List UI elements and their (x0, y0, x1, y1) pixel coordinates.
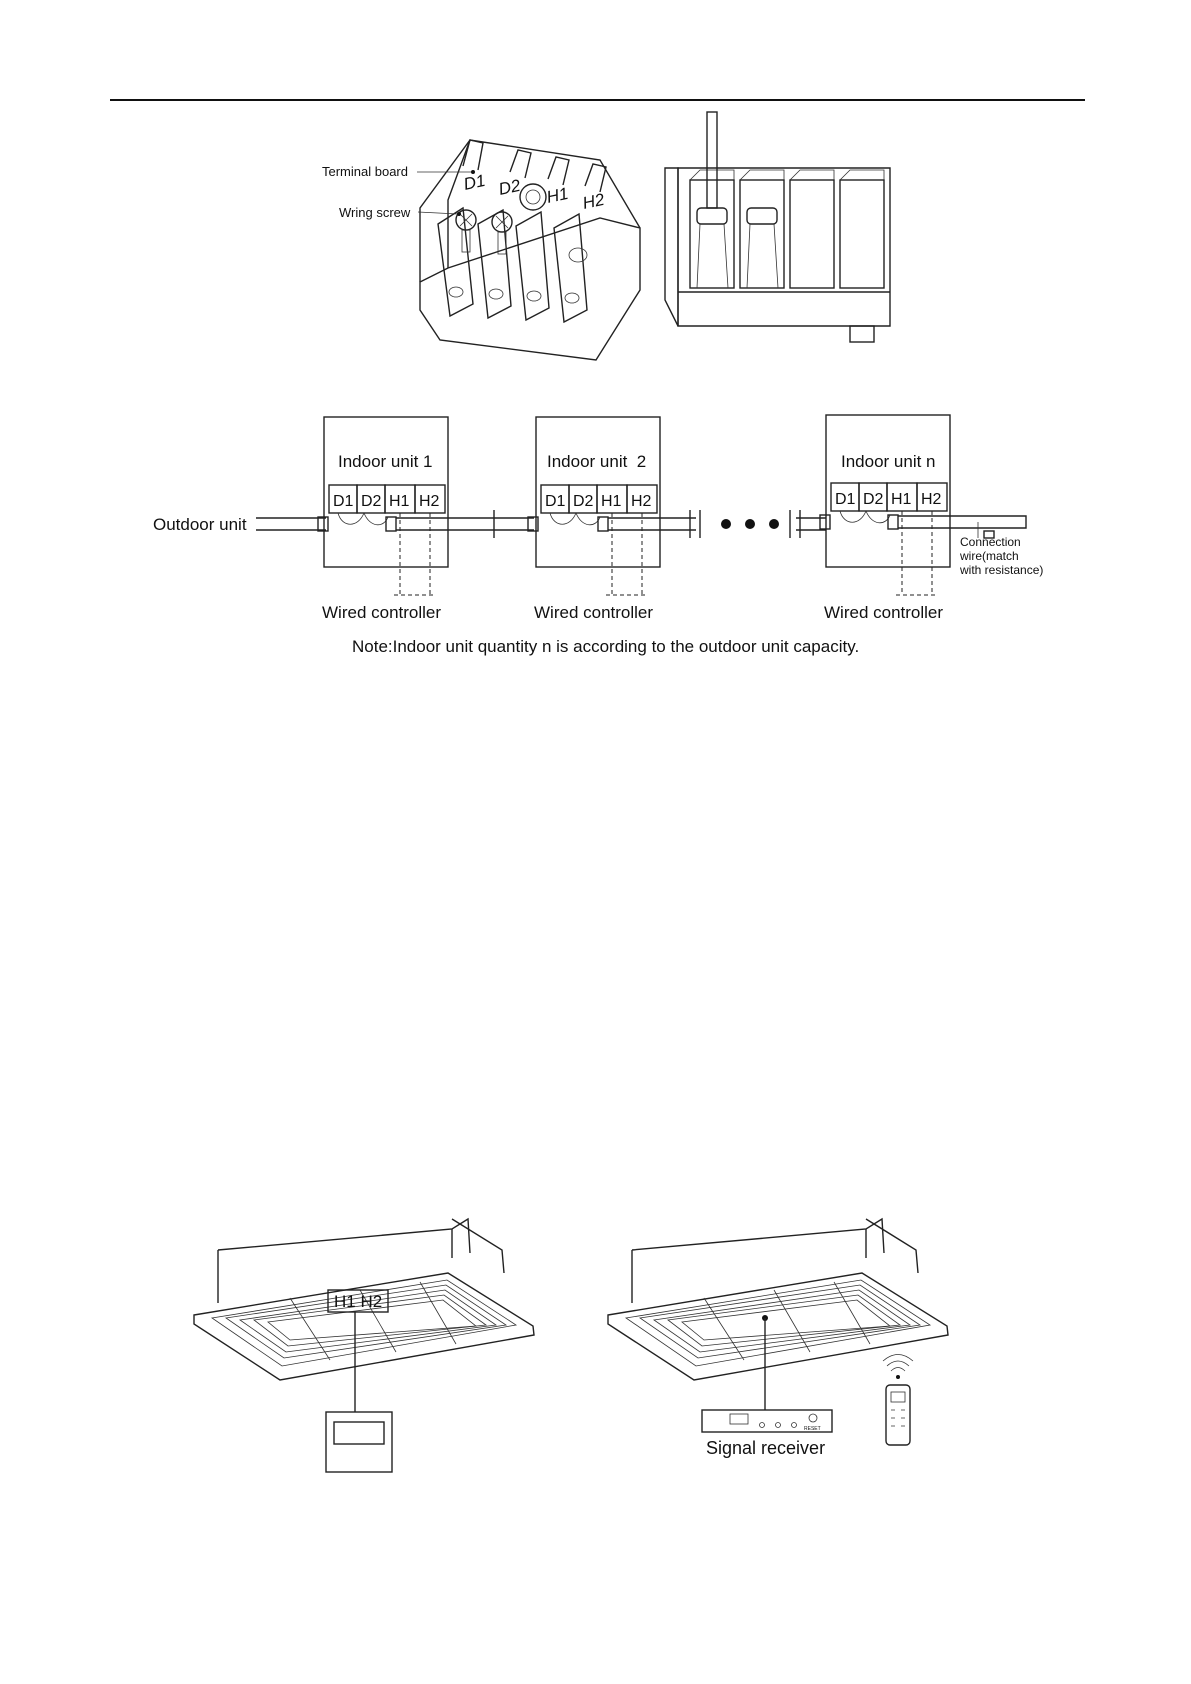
indoor-unit-title: Indoor unit n (841, 452, 936, 471)
terminal-label: D2 (361, 493, 382, 510)
terminal-board-figure: Terminal board Wring screw D1 D2 H1 H2 (322, 111, 891, 361)
connection-wire-note: wire(match (959, 549, 1019, 563)
terminal-label: D1 (835, 491, 856, 508)
wired-controller-label: Wired controller (322, 603, 441, 622)
terminal-label: H2 (921, 491, 942, 508)
indoor-unit-title: Indoor unit 2 (547, 452, 646, 471)
wired-controller-label: Wired controller (534, 603, 653, 622)
controller-link (394, 513, 436, 596)
header-rule (110, 99, 1085, 101)
indoor-unit-box (825, 414, 951, 568)
indoor-unit-box (323, 416, 449, 568)
terminal-board-front (664, 111, 891, 343)
receiver-reset-text: RESET (804, 1426, 821, 1432)
terminal-label: H1 (891, 491, 912, 508)
terminal-label: D1 (333, 493, 354, 510)
terminal-strip: D1 D2 H1 H2 (540, 484, 658, 514)
cassette-unit-wired (193, 1217, 535, 1473)
wired-controller-label: Wired controller (824, 603, 943, 622)
terminal-letter-h2: H2 (581, 190, 607, 213)
terminal-board-perspective (417, 139, 641, 361)
controller-link (606, 513, 648, 596)
indoor-unit-title: Indoor unit 1 (338, 452, 433, 471)
terminal-letters: D1 D2 H1 H2 (462, 171, 607, 213)
terminal-strip: D1 D2 H1 H2 (830, 482, 948, 512)
terminal-label: H1 (389, 493, 410, 510)
remote-control-icon (885, 1384, 911, 1446)
connection-wire-note: Connection (960, 535, 1021, 549)
wired-terminal-label: H1 H2 (334, 1292, 382, 1311)
terminal-letter-h1: H1 (545, 184, 570, 207)
wiring-screw-callout: Wring screw (339, 205, 411, 220)
terminal-label: D1 (545, 493, 566, 510)
terminal-letter-d1: D1 (462, 171, 487, 194)
bus-cable (256, 510, 1027, 539)
terminal-letter-d2: D2 (497, 176, 523, 199)
terminal-label: D2 (573, 493, 594, 510)
signal-receiver-device (701, 1409, 833, 1433)
terminal-label: H1 (601, 493, 622, 510)
wireless-signal-icon (882, 1354, 914, 1379)
terminal-board-callout: Terminal board (322, 164, 408, 179)
outdoor-unit-label: Outdoor unit (153, 515, 247, 534)
terminal-label: D2 (863, 491, 884, 508)
connection-wire-note: with resistance) (959, 563, 1043, 577)
indoor-unit-box (535, 416, 661, 568)
terminal-label: H2 (631, 493, 652, 510)
signal-receiver-label: Signal receiver (706, 1438, 825, 1458)
cassette-unit-wireless: RESET (607, 1217, 949, 1446)
network-diagram: Indoor unit 1 Indoor unit 2 Indoor unit … (153, 414, 1043, 656)
controller-link (896, 511, 938, 596)
wired-controller-device (325, 1411, 393, 1473)
terminal-strip: D1 D2 H1 H2 (328, 484, 446, 514)
terminal-label: H2 (419, 493, 440, 510)
capacity-note: Note:Indoor unit quantity n is according… (352, 637, 859, 656)
cassette-figure: H1 H2 RESET (193, 1217, 949, 1473)
